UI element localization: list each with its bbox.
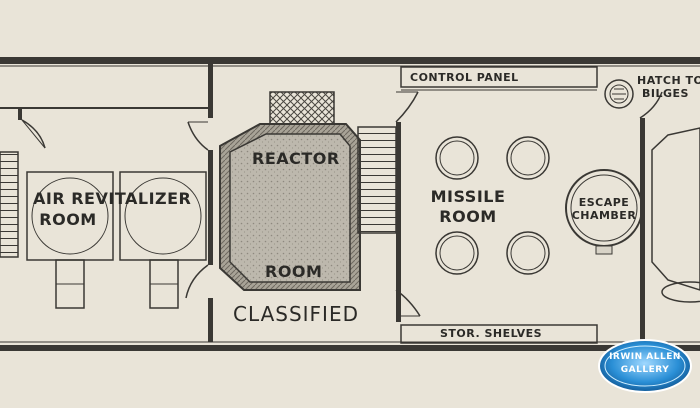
- label-missile-line1: MISSILE: [430, 187, 506, 206]
- hull-walls: [0, 57, 700, 351]
- label-escape-line1: ESCAPE: [578, 196, 630, 209]
- label-classified: CLASSIFIED: [233, 302, 359, 326]
- label-escape-line2: CHAMBER: [571, 209, 637, 222]
- label-missile-line2: ROOM: [439, 207, 497, 226]
- label-air-revitalizer-line2: ROOM: [39, 210, 97, 229]
- air-revitalizer-room: [0, 64, 213, 309]
- label-reactor: REACTOR: [252, 149, 340, 168]
- missile-room: [400, 66, 700, 344]
- label-control-panel: CONTROL PANEL: [410, 71, 519, 84]
- watermark-logo: IRWIN ALLEN GALLERY: [598, 337, 692, 395]
- label-hatch-line1: HATCH TO: [637, 74, 700, 87]
- reactor-room: [185, 91, 421, 342]
- label-storage-shelves: STOR. SHELVES: [440, 327, 543, 340]
- label-reactor-room: ROOM: [265, 262, 323, 281]
- watermark-line2: GALLERY: [620, 365, 670, 375]
- label-air-revitalizer-line1: AIR REVITALIZER: [33, 189, 192, 208]
- label-hatch-line2: BILGES: [642, 87, 689, 100]
- watermark-line1: IRWIN ALLEN: [609, 352, 681, 362]
- watermark-badge: [598, 339, 692, 393]
